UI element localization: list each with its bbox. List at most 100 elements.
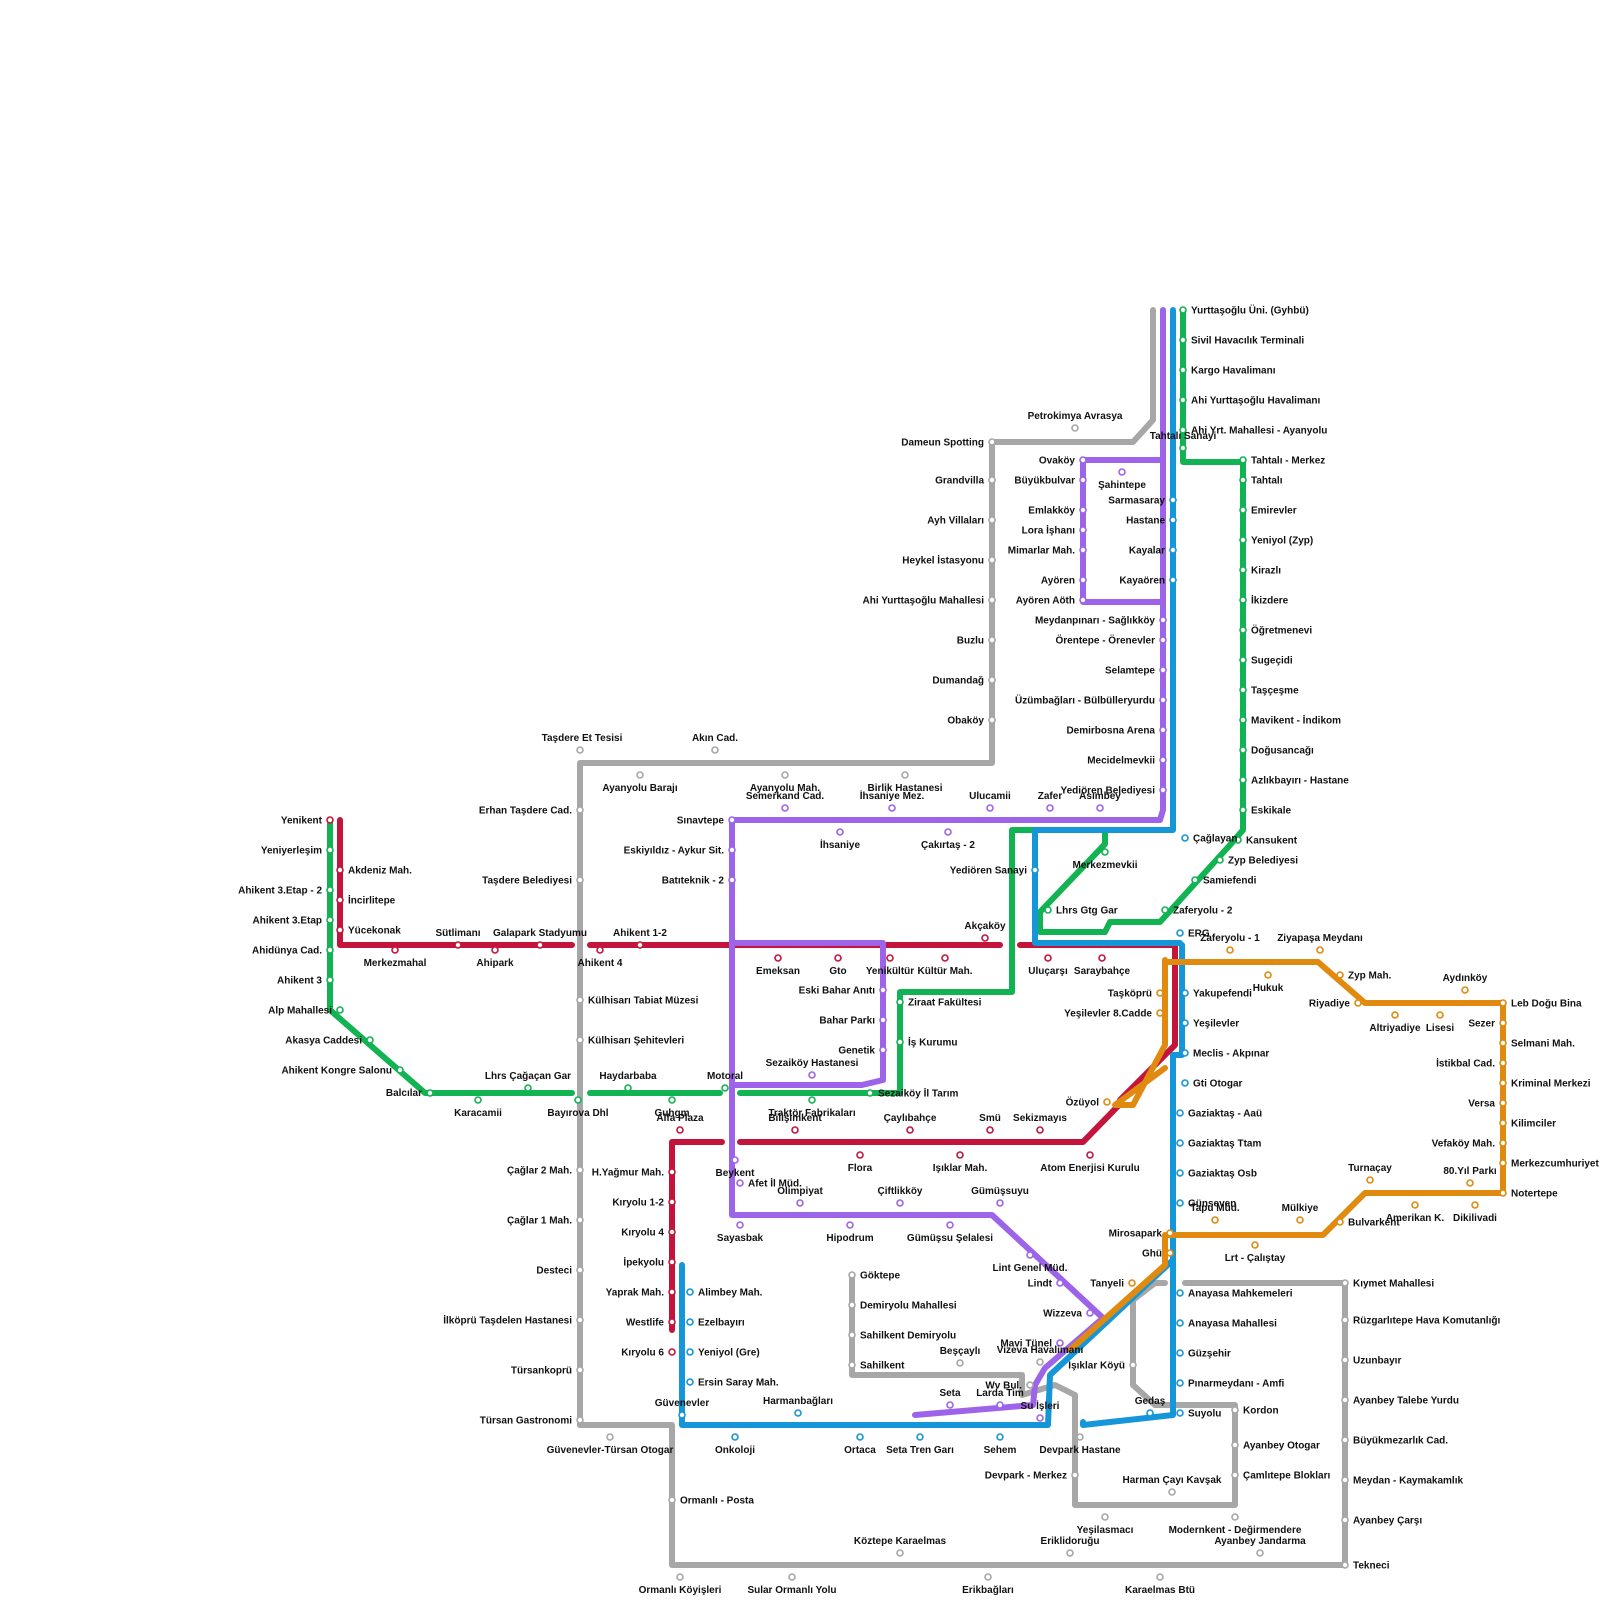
station-marker[interactable] (1500, 1060, 1506, 1066)
station-marker[interactable] (1342, 1517, 1348, 1523)
station-marker[interactable] (1157, 990, 1163, 996)
station-marker[interactable] (1102, 849, 1108, 855)
station-marker[interactable] (989, 677, 995, 683)
station-marker[interactable] (1342, 1397, 1348, 1403)
station-marker[interactable] (849, 1332, 855, 1338)
station-marker[interactable] (947, 1402, 953, 1408)
station-marker[interactable] (1167, 1230, 1173, 1236)
station-marker[interactable] (795, 1410, 801, 1416)
station-marker[interactable] (1500, 1000, 1506, 1006)
station-marker[interactable] (1160, 697, 1166, 703)
station-marker[interactable] (880, 987, 886, 993)
station-marker[interactable] (729, 847, 735, 853)
station-marker[interactable] (1080, 597, 1086, 603)
station-marker[interactable] (327, 947, 333, 953)
station-marker[interactable] (835, 955, 841, 961)
station-marker[interactable] (1177, 1320, 1183, 1326)
station-marker[interactable] (669, 1097, 675, 1103)
station-marker[interactable] (982, 935, 988, 941)
station-marker[interactable] (1500, 1040, 1506, 1046)
station-marker[interactable] (1240, 687, 1246, 693)
station-marker[interactable] (732, 1157, 738, 1163)
station-marker[interactable] (907, 1127, 913, 1133)
station-marker[interactable] (887, 955, 893, 961)
station-marker[interactable] (1317, 947, 1323, 953)
station-marker[interactable] (989, 637, 995, 643)
station-marker[interactable] (327, 817, 333, 823)
station-marker[interactable] (1342, 1437, 1348, 1443)
station-marker[interactable] (1045, 955, 1051, 961)
station-marker[interactable] (1045, 907, 1051, 913)
station-marker[interactable] (1177, 1140, 1183, 1146)
station-marker[interactable] (1099, 955, 1105, 961)
station-marker[interactable] (577, 1317, 583, 1323)
station-marker[interactable] (575, 1097, 581, 1103)
station-marker[interactable] (392, 947, 398, 953)
station-marker[interactable] (1162, 907, 1168, 913)
station-marker[interactable] (1342, 1357, 1348, 1363)
station-marker[interactable] (737, 1222, 743, 1228)
station-marker[interactable] (1337, 1219, 1343, 1225)
station-marker[interactable] (1342, 1317, 1348, 1323)
station-marker[interactable] (1500, 1190, 1506, 1196)
station-marker[interactable] (729, 877, 735, 883)
station-marker[interactable] (577, 1267, 583, 1273)
station-marker[interactable] (1037, 1359, 1043, 1365)
station-marker[interactable] (1180, 337, 1186, 343)
station-marker[interactable] (989, 517, 995, 523)
station-marker[interactable] (1167, 1250, 1173, 1256)
station-marker[interactable] (1227, 947, 1233, 953)
station-marker[interactable] (1240, 777, 1246, 783)
station-marker[interactable] (492, 947, 498, 953)
station-marker[interactable] (880, 1047, 886, 1053)
station-marker[interactable] (737, 1180, 743, 1186)
station-marker[interactable] (989, 597, 995, 603)
station-marker[interactable] (669, 1289, 675, 1295)
station-marker[interactable] (1500, 1080, 1506, 1086)
station-marker[interactable] (607, 1434, 613, 1440)
station-marker[interactable] (985, 1574, 991, 1580)
station-marker[interactable] (669, 1319, 675, 1325)
station-marker[interactable] (1102, 1514, 1108, 1520)
station-marker[interactable] (987, 805, 993, 811)
station-marker[interactable] (1437, 1012, 1443, 1018)
station-marker[interactable] (577, 1167, 583, 1173)
station-marker[interactable] (577, 807, 583, 813)
station-marker[interactable] (1240, 597, 1246, 603)
station-marker[interactable] (669, 1169, 675, 1175)
station-marker[interactable] (1355, 1000, 1361, 1006)
station-marker[interactable] (1170, 497, 1176, 503)
station-marker[interactable] (1057, 1280, 1063, 1286)
station-marker[interactable] (1177, 1410, 1183, 1416)
station-marker[interactable] (989, 477, 995, 483)
station-marker[interactable] (679, 1412, 685, 1418)
station-marker[interactable] (1342, 1280, 1348, 1286)
station-marker[interactable] (1462, 987, 1468, 993)
station-marker[interactable] (1129, 1280, 1135, 1286)
station-marker[interactable] (1337, 972, 1343, 978)
station-marker[interactable] (789, 1574, 795, 1580)
station-marker[interactable] (677, 1574, 683, 1580)
station-marker[interactable] (1169, 1489, 1175, 1495)
station-marker[interactable] (1232, 1514, 1238, 1520)
station-marker[interactable] (1342, 1477, 1348, 1483)
station-marker[interactable] (897, 1550, 903, 1556)
station-marker[interactable] (1412, 1202, 1418, 1208)
station-marker[interactable] (1180, 445, 1186, 451)
station-marker[interactable] (1080, 507, 1086, 513)
station-marker[interactable] (1367, 1177, 1373, 1183)
station-marker[interactable] (577, 1037, 583, 1043)
station-marker[interactable] (1182, 835, 1188, 841)
station-marker[interactable] (917, 1434, 923, 1440)
station-marker[interactable] (1177, 1170, 1183, 1176)
station-marker[interactable] (1240, 507, 1246, 513)
station-marker[interactable] (1182, 1080, 1188, 1086)
station-marker[interactable] (637, 942, 643, 948)
station-marker[interactable] (1047, 805, 1053, 811)
station-marker[interactable] (1067, 1550, 1073, 1556)
station-marker[interactable] (1072, 1472, 1078, 1478)
station-marker[interactable] (687, 1289, 693, 1295)
station-marker[interactable] (577, 997, 583, 1003)
station-marker[interactable] (1080, 547, 1086, 553)
station-marker[interactable] (1342, 1562, 1348, 1568)
